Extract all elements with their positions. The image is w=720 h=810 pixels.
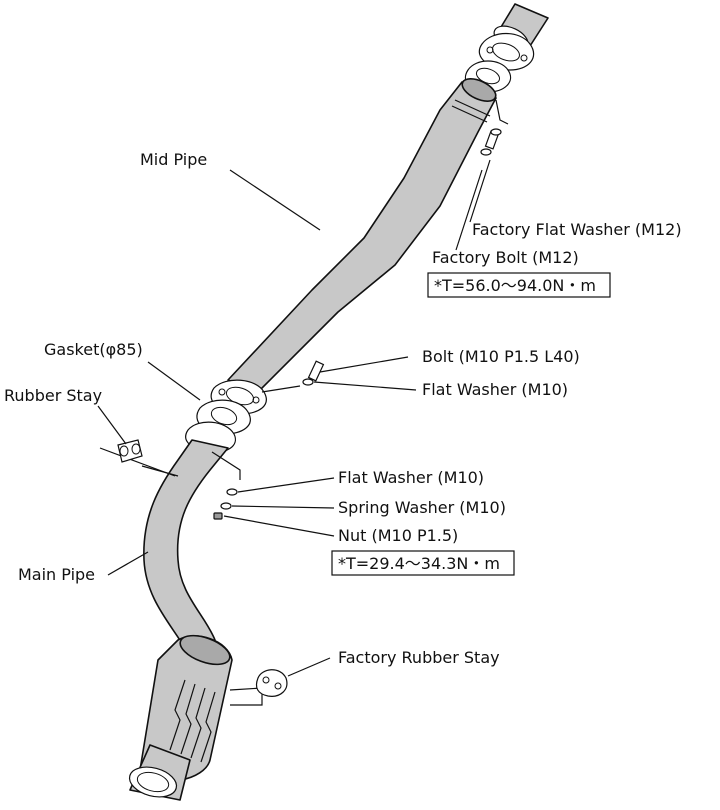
nut-torque-box [331, 550, 515, 576]
label-factory-bolt-torque: *T=56.0～94.0N・m [434, 276, 596, 295]
m10-nut-stack [211, 451, 241, 520]
label-rubber-stay: Rubber Stay [4, 386, 102, 405]
label-flat-washer-lower: Flat Washer (M10) [338, 468, 484, 487]
m10-bolt-upper [261, 360, 325, 393]
label-flat-washer-upper: Flat Washer (M10) [422, 380, 568, 399]
leader-lines [97, 159, 491, 677]
muffler [128, 634, 233, 801]
label-factory-bolt: Factory Bolt (M12) [432, 248, 579, 267]
mid-pipe [227, 78, 497, 393]
label-factory-flat-washer: Factory Flat Washer (M12) [472, 220, 682, 239]
label-main-pipe: Main Pipe [18, 565, 95, 584]
label-gasket: Gasket(φ85) [44, 340, 143, 359]
label-bolt-m10: Bolt (M10 P1.5 L40) [422, 347, 580, 366]
label-factory-rubber-stay: Factory Rubber Stay [338, 648, 500, 667]
factory-bolt-torque-box [427, 272, 611, 298]
label-nut: Nut (M10 P1.5) [338, 526, 458, 545]
factory-bolt-washer [480, 99, 509, 156]
rubber-stay [99, 439, 179, 477]
label-spring-washer: Spring Washer (M10) [338, 498, 506, 517]
label-mid-pipe: Mid Pipe [140, 150, 207, 169]
main-pipe [143, 421, 236, 651]
label-nut-torque: *T=29.4～34.3N・m [338, 554, 500, 573]
factory-rubber-stay [229, 669, 288, 706]
